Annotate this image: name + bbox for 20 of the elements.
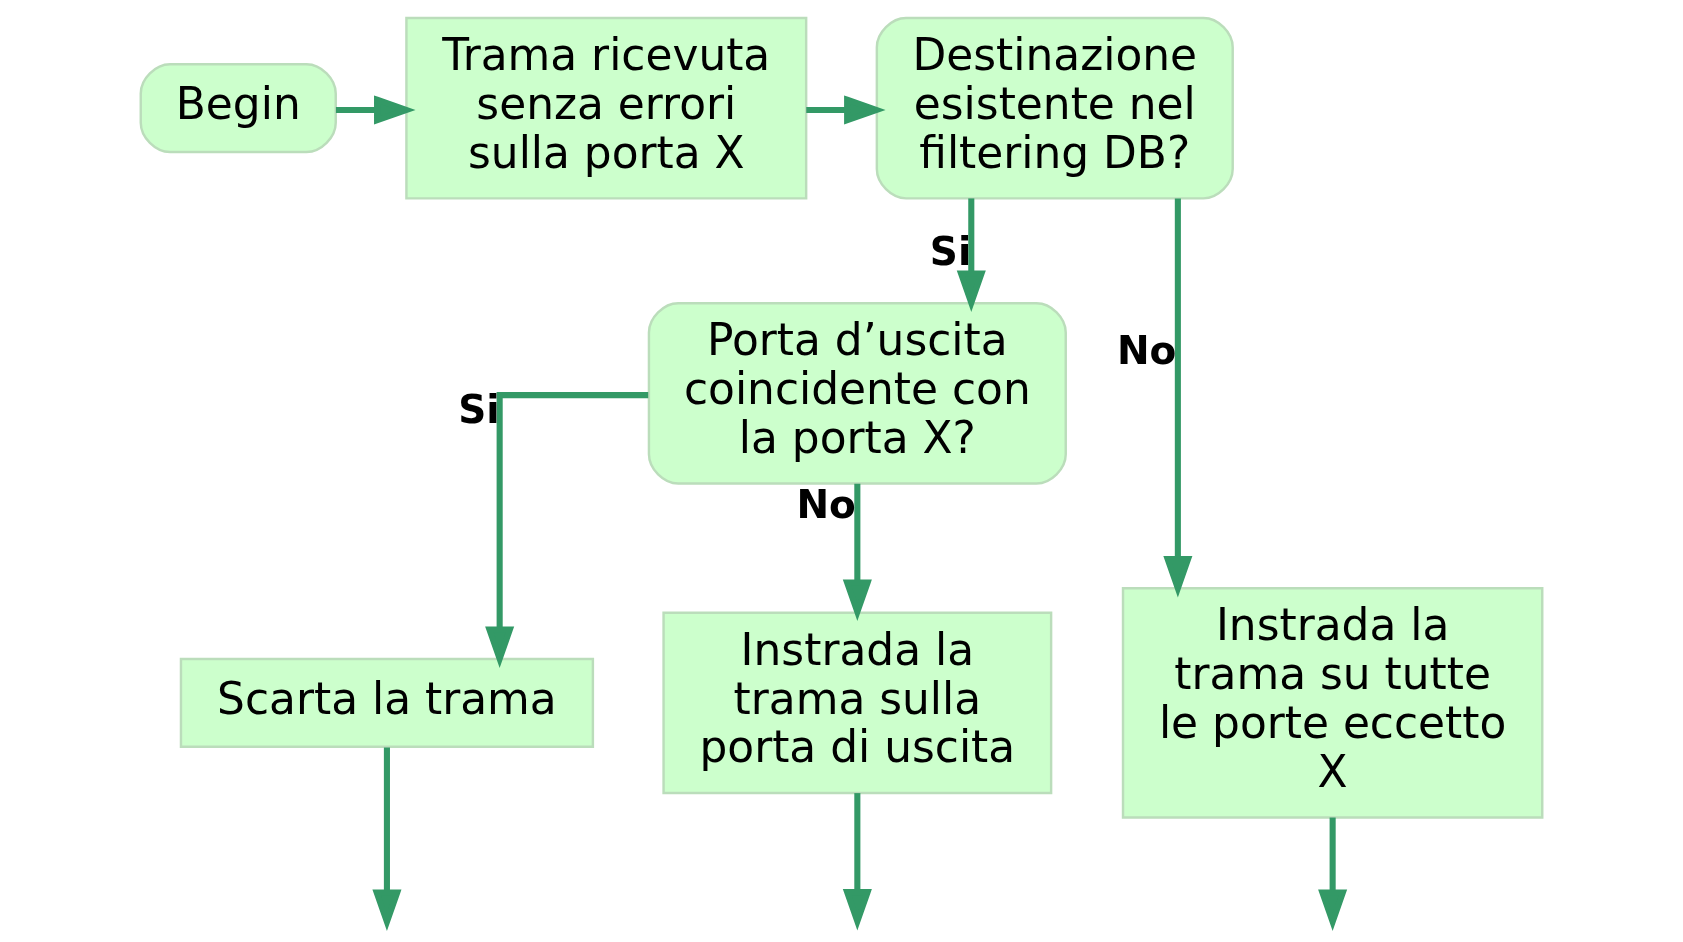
node-box: Trama ricevuta senza errori sulla porta X [405, 16, 808, 200]
edge-label: Si [458, 386, 500, 432]
edge-label: Si [929, 228, 972, 274]
node-box: Instrada la trama su tutte le porte eccetto X [1121, 587, 1544, 819]
node-box: Porta d’uscita coincidente con la porta X? [647, 301, 1067, 485]
arrow [335, 95, 416, 125]
node-box: Begin [139, 63, 337, 154]
arrow [485, 392, 649, 668]
arrow [842, 793, 872, 931]
arrow [1163, 198, 1193, 598]
edge-label: No [1116, 327, 1177, 373]
arrow [806, 95, 886, 125]
edge-label: No [796, 482, 856, 528]
node-box: Scarta la trama [179, 657, 595, 748]
arrow [956, 198, 986, 312]
arrow [372, 747, 402, 932]
arrow [842, 483, 872, 622]
arrow [1318, 817, 1348, 931]
node-box: Instrada la trama sulla porta di uscita [662, 611, 1053, 795]
node-box: Destinazione esistente nel filtering DB? [875, 16, 1234, 200]
